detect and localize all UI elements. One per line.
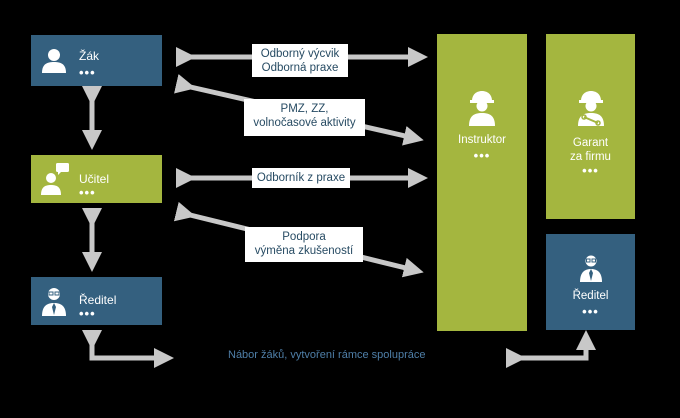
bottom-note: Nábor žáků, vytvoření rámce spolupráce: [228, 349, 426, 361]
tag-odbornik-z-praxe-text: Odborník z praxe: [256, 172, 346, 184]
garant-label-line1: Garant: [572, 137, 609, 149]
reditel-right-label: Ředitel: [572, 290, 609, 302]
person-icon: [42, 49, 66, 73]
reditel-right-dots: •••: [582, 304, 599, 319]
ucitel-dots: •••: [79, 185, 96, 200]
tag-pmz-zz: PMZ, ZZ, volnočasové aktivity: [244, 99, 365, 136]
tag-pmz-zz-line2: volnočasové aktivity: [253, 117, 356, 129]
zak-dots: •••: [79, 65, 96, 80]
garant-label-line2: za firmu: [570, 151, 611, 163]
instruktor-box[interactable]: Instruktor •••: [437, 34, 527, 331]
tag-podpora-line1: Podpora: [282, 231, 326, 243]
reditel-right-box[interactable]: Ředitel •••: [546, 234, 635, 330]
tag-podpora-line2: výměna zkušeností: [254, 245, 354, 257]
worker-helmet-icon: [469, 91, 495, 126]
director-icon: [42, 288, 66, 316]
zak-label: Žák: [79, 49, 100, 63]
ucitel-box[interactable]: Učitel •••: [31, 155, 162, 203]
arrow-bottom-left: [82, 330, 174, 368]
tag-pmz-zz-line1: PMZ, ZZ,: [280, 103, 329, 115]
tag-odborny-vycvik: Odborný výcvik Odborná praxe: [252, 44, 348, 77]
reditel-left-dots: •••: [79, 306, 96, 321]
tag-odbornik-z-praxe: Odborník z praxe: [252, 168, 350, 188]
teacher-icon: [41, 163, 69, 195]
worker-wrench-icon: [578, 91, 604, 126]
reditel-left-box[interactable]: Ředitel •••: [31, 277, 162, 325]
garant-dots: •••: [582, 163, 599, 178]
tag-odborny-vycvik-line2: Odborná praxe: [261, 62, 339, 74]
ucitel-label: Učitel: [79, 172, 110, 186]
instruktor-dots: •••: [473, 148, 491, 163]
director-icon: [580, 255, 602, 282]
reditel-left-label: Ředitel: [79, 293, 117, 307]
tag-podpora: Podpora výměna zkušeností: [245, 227, 363, 262]
tag-odborny-vycvik-line1: Odborný výcvik: [260, 48, 340, 60]
arrow-bottom-right: [506, 330, 596, 368]
garant-box[interactable]: Garant za firmu •••: [546, 34, 635, 219]
zak-box[interactable]: Žák •••: [31, 35, 162, 86]
instruktor-label: Instruktor: [458, 134, 506, 146]
